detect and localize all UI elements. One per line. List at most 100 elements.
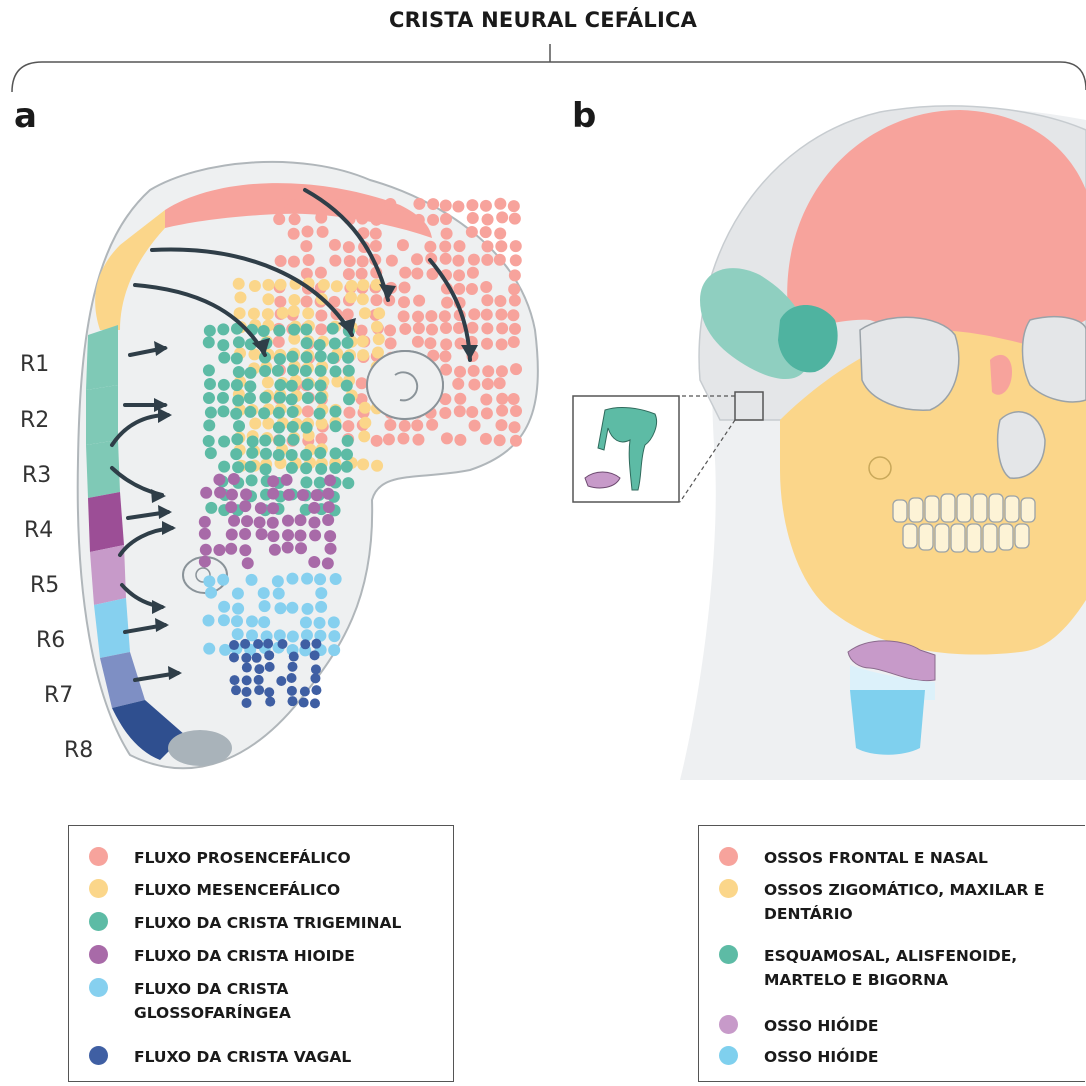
rhombomere-label: R6 [36,628,65,653]
tooth [1021,498,1035,522]
crest-cell [399,212,411,224]
tooth [893,500,907,522]
crest-cell [230,408,242,420]
crest-cell [324,474,336,486]
crest-cell [205,502,217,514]
crest-cell [287,673,297,683]
crest-cell [277,639,287,649]
crest-cell [213,474,225,486]
crest-cell [308,556,320,568]
crest-cell [256,528,268,540]
crest-cell [308,516,320,528]
crest-cell [357,335,369,347]
tooth [1005,496,1019,522]
crest-cell [218,379,230,391]
legend-item: FLUXO DA CRISTA TRIGEMINAL [89,911,401,935]
crest-cell [453,283,465,295]
crest-cell [265,662,275,672]
crest-cell [231,433,243,445]
crest-cell [308,502,320,514]
crest-cell [267,502,279,514]
crest-cell [342,352,354,364]
crest-cell [480,226,492,238]
crest-cell [267,475,279,487]
crest-cell [371,460,383,472]
crest-cell [494,198,506,210]
crest-cell [325,543,337,555]
crest-cell [246,615,258,627]
crest-cell [205,587,217,599]
tooth [967,524,981,552]
crest-cell [242,675,252,685]
crest-cell [411,253,423,265]
crest-cell [311,685,321,695]
crest-cell [300,462,312,474]
crest-cell [318,279,330,291]
crest-cell [466,226,478,238]
crest-cell [233,336,245,348]
rhombomere-label: R2 [20,408,49,433]
crest-cell [259,392,271,404]
skull-diagram [573,106,1086,780]
crest-cell [327,323,339,335]
crest-cell [214,486,226,498]
crest-cell [204,378,216,390]
crest-cell [452,378,464,390]
crest-cell [282,529,294,541]
crest-cell [467,212,479,224]
crest-cell [356,377,368,389]
crest-cell [342,308,354,320]
crest-cell [273,213,285,225]
crest-cell [303,254,315,266]
legend-item: ESQUAMOSAL, ALISFENOIDE, MARTELO E BIGOR… [719,944,1049,992]
crest-cell [288,256,300,268]
crest-cell [323,501,335,513]
crest-cell [282,515,294,527]
crest-cell [331,280,343,292]
crest-cell [288,199,300,211]
crest-cell [496,393,508,405]
crest-cell [384,324,396,336]
crest-cell [425,310,437,322]
crest-cell [439,241,451,253]
crest-cell [218,601,230,613]
crest-cell [239,528,251,540]
crest-cell [343,365,355,377]
crest-cell [370,228,382,240]
crest-cell [496,365,508,377]
crest-cell [203,435,215,447]
crest-cell [357,255,369,267]
neural-tube-end [168,730,232,766]
crest-cell [245,461,257,473]
crest-cell [413,295,425,307]
crest-cell [228,473,240,485]
crest-cell [273,434,285,446]
crest-cell [239,544,251,556]
crest-cell [262,376,274,388]
crest-cell [232,603,244,615]
crest-cell [217,574,229,586]
crest-cell [411,268,423,280]
crest-cell [199,528,211,540]
crest-cell [399,420,411,432]
crest-cell [228,515,240,527]
tooth [999,524,1013,550]
crest-cell [481,254,493,266]
crest-cell [288,662,298,672]
crest-cell [232,628,244,640]
crest-cell [481,294,493,306]
crest-cell [343,393,355,405]
crest-cell [300,365,312,377]
crest-cell [494,254,506,266]
crest-cell [199,516,211,528]
crest-cell [302,392,314,404]
crest-cell [260,448,272,460]
crest-cell [199,556,211,568]
crest-cell [328,644,340,656]
crest-cell [424,337,436,349]
crest-cell [273,407,285,419]
crest-cell [330,365,342,377]
crest-cell [454,405,466,417]
crest-cell [302,379,314,391]
crest-cell [371,321,383,333]
